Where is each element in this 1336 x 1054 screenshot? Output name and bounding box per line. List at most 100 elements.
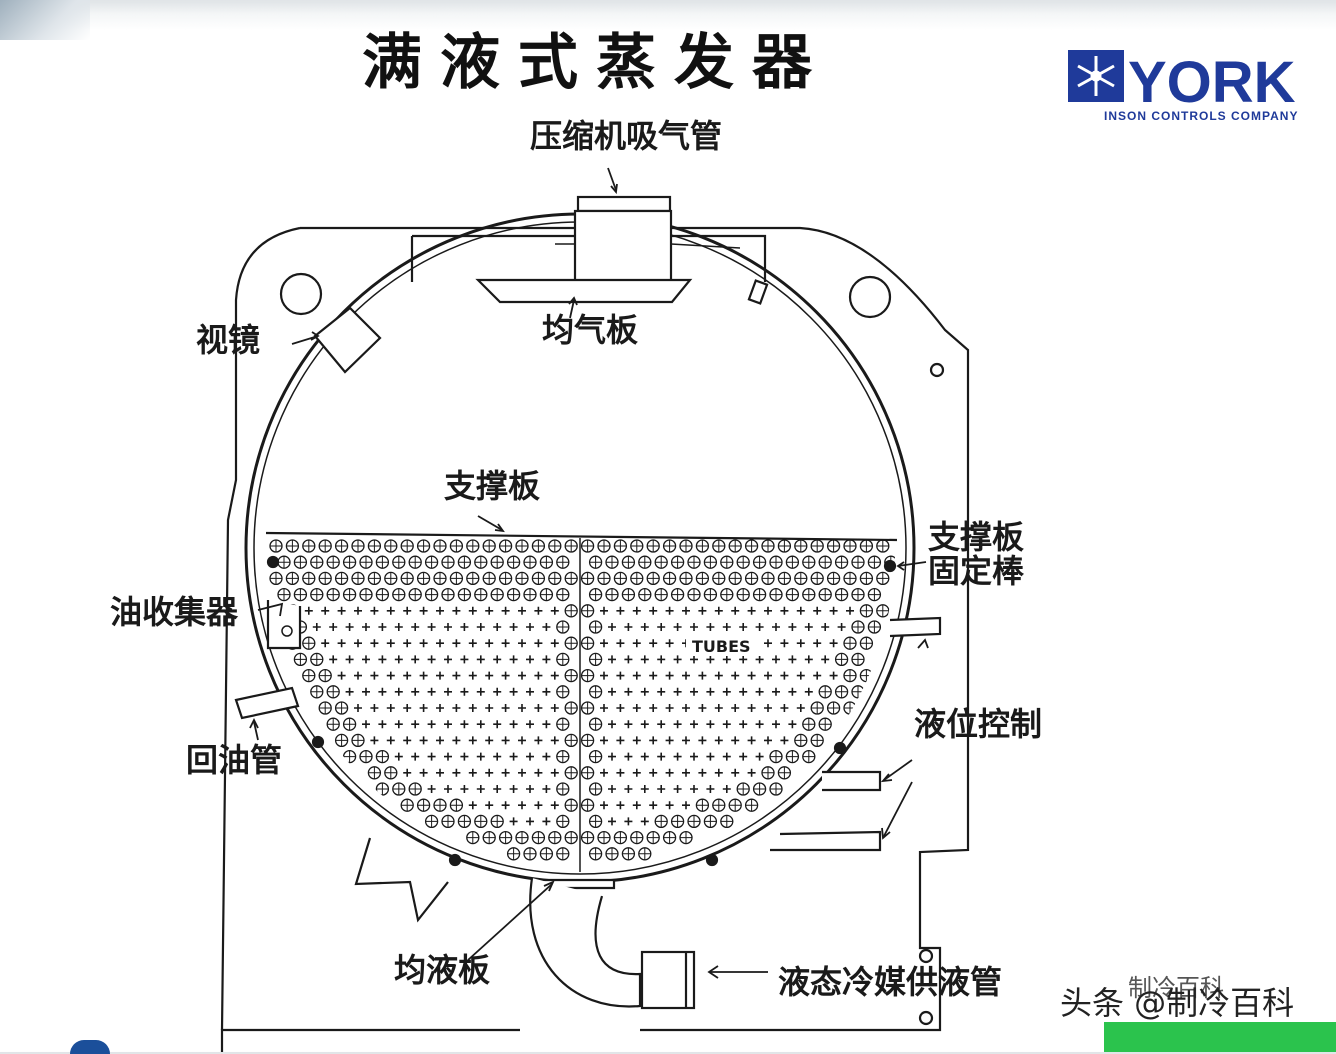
tube-cross	[483, 831, 496, 844]
tube-cross	[712, 572, 725, 585]
tube-cross	[466, 831, 479, 844]
tube-cross	[704, 556, 717, 569]
tube-plus	[616, 639, 625, 648]
tube-plus	[698, 736, 707, 745]
tube-cross	[392, 556, 405, 569]
tube-cross	[638, 588, 651, 601]
tube-plus	[665, 704, 674, 712]
tube-plus	[731, 704, 740, 712]
suction-pipe	[410, 195, 769, 305]
tube-cross	[581, 831, 594, 844]
tube-cross	[442, 556, 454, 569]
tube-cross	[663, 572, 676, 585]
tube-plus	[649, 704, 658, 712]
tube-cross	[868, 588, 881, 601]
tube-plus	[632, 606, 641, 615]
tube-cross	[434, 572, 446, 585]
tube-cross	[844, 572, 856, 585]
tube-plus	[518, 801, 526, 810]
tube-plus	[534, 736, 543, 745]
tube-plus	[706, 655, 715, 664]
tube-plus	[419, 639, 428, 648]
tube-plus	[493, 720, 502, 729]
tube-plus	[616, 801, 625, 810]
tube-cross	[663, 831, 676, 844]
tube-plus	[673, 655, 682, 664]
tube-plus	[403, 768, 412, 777]
tube-cross	[319, 669, 332, 682]
tube-plus	[526, 817, 534, 826]
tube-plus	[468, 671, 477, 680]
tube-plus	[337, 671, 346, 680]
tube-cross	[450, 799, 463, 812]
tube-cross	[802, 718, 815, 731]
tube-plus	[772, 687, 780, 696]
tube-plus	[804, 687, 813, 696]
tube-cross	[401, 572, 414, 585]
tube-cross	[663, 540, 676, 552]
tube-plus	[722, 720, 731, 729]
tube-cross	[589, 847, 602, 860]
tube-plus	[386, 704, 395, 712]
tube-cross	[581, 766, 594, 779]
tube-plus	[657, 720, 666, 729]
tube-cross	[844, 669, 856, 682]
tube-plus	[476, 687, 485, 696]
tube-plus	[722, 752, 731, 761]
tube-cross	[483, 572, 496, 585]
tube-cross	[384, 572, 397, 585]
tube-plus	[813, 671, 822, 680]
tube-plus	[444, 623, 452, 631]
tube-cross	[458, 815, 471, 828]
tube-plus	[427, 655, 436, 664]
tube-plus	[632, 736, 641, 745]
tube-plus	[468, 704, 477, 712]
tube-plus	[673, 720, 682, 729]
tube-cross	[868, 621, 881, 633]
tube-cross	[384, 540, 397, 552]
tube-plus	[722, 623, 731, 631]
tube-plus	[460, 752, 469, 761]
tube-plus	[419, 704, 428, 712]
tube-cross	[614, 831, 627, 844]
tube-cross	[302, 637, 315, 650]
tube-plus	[673, 687, 682, 696]
tube-cross	[581, 604, 594, 617]
tube-plus	[518, 606, 526, 615]
tube-cross	[819, 556, 832, 569]
tube-plus	[394, 687, 403, 696]
tube-cross	[581, 572, 594, 585]
tube-cross	[491, 815, 504, 828]
label-level-control: 液位控制	[914, 705, 1043, 743]
tube-plus	[624, 687, 633, 696]
tube-cross	[688, 588, 700, 601]
tube-cross	[294, 556, 307, 569]
tube-cross	[556, 621, 569, 633]
tube-plus	[747, 704, 756, 712]
tube-plus	[436, 736, 444, 745]
tube-plus	[657, 623, 666, 631]
tube-cross	[450, 572, 463, 585]
tube-plus	[411, 752, 420, 761]
tube-plus	[378, 623, 387, 631]
tube-plus	[788, 720, 797, 729]
tube-plus	[329, 655, 338, 664]
tube-plus	[673, 623, 682, 631]
tube-cross	[581, 799, 594, 812]
tube-cross	[729, 799, 742, 812]
tube-plus	[518, 736, 526, 745]
tube-cross	[712, 799, 725, 812]
tube-plus	[345, 687, 354, 696]
tube-cross	[360, 556, 372, 569]
tube-plus	[731, 736, 740, 745]
tube-plus	[370, 639, 379, 648]
tube-plus	[534, 671, 543, 680]
tube-cross	[680, 540, 692, 552]
tube-plus	[821, 623, 830, 631]
tube-plus	[518, 671, 526, 680]
tube-plus	[632, 768, 641, 777]
tube-plus	[829, 671, 838, 680]
tube-plus	[526, 720, 534, 729]
tube-cross	[598, 572, 610, 585]
tube-cross	[524, 847, 536, 860]
